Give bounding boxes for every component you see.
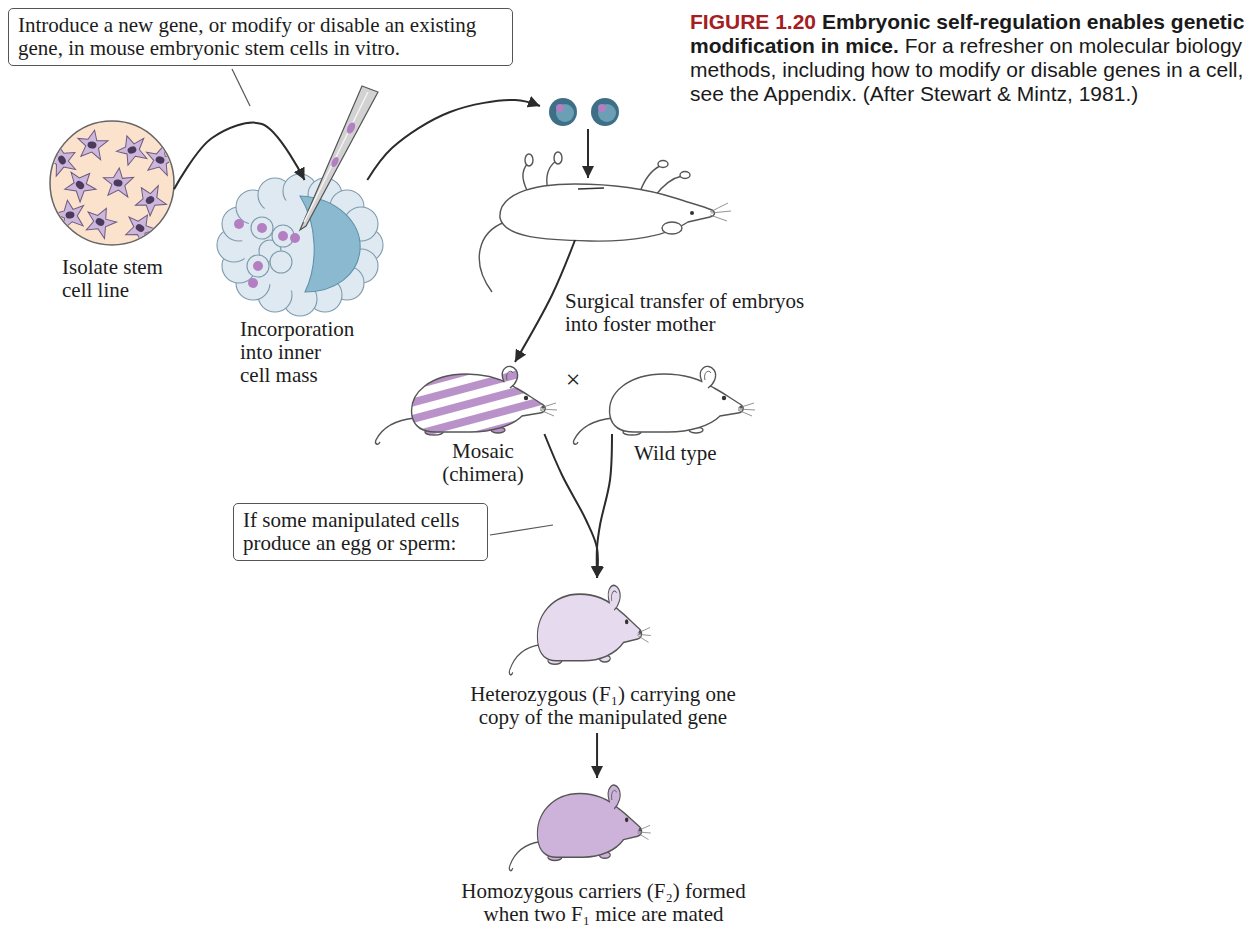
stem-cells [81,202,120,240]
mosaic-mouse [375,366,557,444]
injection-needle [300,86,378,230]
connector-arrow [174,123,305,190]
leader-line [490,525,553,535]
connector-path [544,434,597,578]
figure-label: Mosaic (chimera) [433,440,533,486]
figure-label: Incorporation into inner cell mass [240,318,356,387]
stem-cells [113,131,151,168]
connector-arrow [597,733,598,778]
injection-needle [345,121,357,135]
figure-label: Wild type [634,442,754,465]
foster-mother-mouse [479,152,731,292]
connector-path [597,434,612,578]
connector-arrow [544,434,597,578]
foster-mother-mouse [662,222,682,234]
callout-text: Introduce a new gene, or modify or disab… [18,14,503,60]
stem-cells [102,167,134,198]
injection-needle [304,92,368,222]
figure-label: Surgical transfer of embryos into foster… [565,290,825,336]
foster-mother-mouse [554,152,562,164]
foster-mother-node: Surgical transfer of embryos into foster… [478,178,713,240]
foster-mother-mouse [680,172,690,179]
stem-cells [60,164,101,205]
figure-label: Homozygous carriers (F₂) formed when two… [451,880,756,926]
foster-mother-mouse [500,184,715,241]
blastocyst [253,261,263,271]
figure-label: Heterozygous (F₁) carrying one copy of t… [453,683,753,729]
foster-mother-mouse [658,161,668,168]
embryos [549,98,619,126]
blastocyst [290,233,300,243]
blastocyst [278,231,288,241]
leader-line [232,69,250,106]
callout-box: If some manipulated cells produce an egg… [233,503,488,561]
stem-cells [53,198,87,231]
foster-mother-mouse [690,211,694,215]
homozygous-mouse [509,785,651,871]
embryos [556,104,574,122]
embryos [549,98,577,126]
blastocyst [217,174,383,316]
stem-cells [129,179,170,219]
stem-cell-node: Isolate stem cell line [50,121,174,245]
heterozygous-mouse [509,585,651,674]
blastocyst [257,223,267,233]
foster-mother-mouse [640,166,660,192]
blastocyst [247,255,269,277]
connector-path [367,100,540,180]
wild-type-node: Wild type [605,362,745,434]
callout-text: If some manipulated cells produce an egg… [243,509,478,555]
homozygous-node: Homozygous carriers (F₂) formed when two… [508,778,645,873]
foster-mother-mouse [525,154,533,166]
blastocyst [270,251,292,273]
connector-path [174,123,305,190]
stem-cell-dish [43,121,178,247]
foster-mother-mouse [479,222,505,292]
stem-cells [43,140,82,180]
embryos [556,104,564,112]
stem-cells [142,142,178,177]
stem-cells [43,128,178,247]
blastocyst [248,278,258,288]
stem-cell-dish [50,121,174,245]
mosaic-mouse-node: Mosaic (chimera) [410,362,550,434]
foster-mother-mouse [710,203,731,221]
stem-cells [75,128,109,161]
connector-path [596,733,598,778]
connector-path [587,129,589,178]
figure-number: FIGURE 1.20 [690,10,816,33]
stem-cells [121,208,161,247]
blastocyst-node: Incorporation into inner cell mass [225,180,378,310]
figure-label: Isolate stem cell line [62,256,182,302]
embryos [598,104,606,112]
embryos [591,98,619,126]
cross-symbol: × [558,366,588,394]
embryos [598,104,616,122]
blastocyst [251,217,273,239]
callout-box: Introduce a new gene, or modify or disab… [8,8,513,66]
figure-caption: FIGURE 1.20Embryonic self-regulation ena… [690,10,1252,106]
connector-arrow [367,100,588,180]
wild-type-mouse [573,366,755,444]
injection-needle [330,156,340,169]
blastocyst [234,219,244,229]
heterozygous-node: Heterozygous (F₁) carrying one copy of t… [508,578,645,733]
foster-mother-mouse [578,188,604,189]
injection-needle [300,86,378,230]
connector-arrow [597,434,612,578]
